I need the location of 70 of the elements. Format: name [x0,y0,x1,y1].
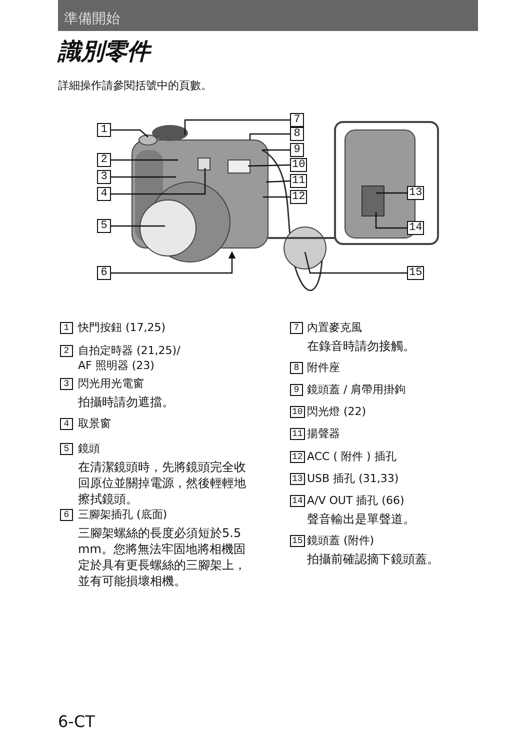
list-number: 9 [290,384,303,396]
list-number: 13 [290,473,305,485]
part-name: USB 插孔 (31,33) [307,471,400,486]
list-number: 1 [60,322,73,334]
leader-line [304,252,407,274]
callout-number: 8 [290,127,304,141]
leader-line [375,212,407,229]
leader-line [248,164,290,167]
page-title: 識別零件 [58,38,150,67]
callout-number: 3 [97,170,111,184]
part-note: 在錄音時請勿接觸。 [307,338,416,354]
callout-number: 12 [290,190,308,204]
list-number: 7 [290,322,303,334]
part-note: 拍攝前確認摘下鏡頭蓋。 [307,551,440,567]
leader-line [249,133,290,140]
callout-number: 6 [97,266,111,280]
leader-line [262,149,290,151]
list-number: 4 [60,418,73,430]
list-number: 12 [290,451,305,463]
callout-number: 5 [97,219,111,233]
part-note: 在清潔鏡頭時，先將鏡頭完全收回原位並關掉電源，然後輕輕地擦拭鏡頭。 [78,459,247,507]
callout-number: 15 [407,266,424,280]
leader-arrow [111,251,236,274]
part-name: 閃光用光電窗 [78,376,145,391]
list-number: 15 [290,535,305,547]
leader-line [263,196,290,198]
page-number: 6-CT [58,714,95,729]
section-header: 準備開始 [64,12,121,27]
intro-text: 詳細操作請參閱括號中的頁數。 [58,78,213,93]
part-note: 三腳架螺絲的長度必須短於5.5 mm。您將無法牢固地將相機固定於具有更長螺絲的三腳架上，並有可能損壞相機。 [78,525,246,589]
part-note: 拍攝時請勿遮擋。 [78,394,175,410]
part-name: 揚聲器 [307,426,341,441]
part-name: 鏡頭蓋 (附件) [307,533,376,548]
part-name: 自拍定時器 (21,25)/ AF 照明器 (23) [78,343,182,373]
leader-line [111,176,176,178]
leader-line [111,168,206,195]
part-name: 鏡頭蓋 / 肩帶用掛鉤 [307,382,407,397]
callout-number: 13 [407,186,424,200]
part-name: 快門按鈕 (17,25) [78,320,167,335]
callout-number: 4 [97,187,111,201]
leader-line [111,225,165,227]
list-number: 2 [60,345,73,357]
list-number: 14 [290,495,305,507]
part-name: 鏡頭 [78,441,101,456]
leader-line [184,119,290,135]
callout-number: 7 [290,113,304,127]
list-number: 3 [60,378,73,390]
list-number: 10 [290,406,305,418]
part-name: 三腳架插孔 (底面) [78,507,168,522]
part-name: 內置麥克風 [307,320,363,335]
leader-line [111,129,148,138]
part-note: 聲音輸出是單聲道。 [307,511,416,527]
list-number: 11 [290,428,305,440]
leader-line [376,192,407,194]
callout-number: 11 [290,174,308,188]
callout-number: 9 [290,143,304,157]
part-name: ACC ( 附件 ) 插孔 [307,449,398,464]
callout-number: 2 [97,153,111,167]
part-name: 附件座 [307,360,341,375]
leader-line [111,159,178,161]
list-number: 6 [60,509,73,521]
part-name: A/V OUT 插孔 (66) [307,493,406,508]
callout-number: 14 [407,221,424,235]
leader-line [266,180,290,183]
callout-number: 1 [97,123,111,137]
part-name: 閃光燈 (22) [307,404,368,419]
list-number: 5 [60,443,73,455]
part-name: 取景窗 [78,416,112,431]
callout-number: 10 [290,158,308,172]
list-number: 8 [290,362,303,374]
